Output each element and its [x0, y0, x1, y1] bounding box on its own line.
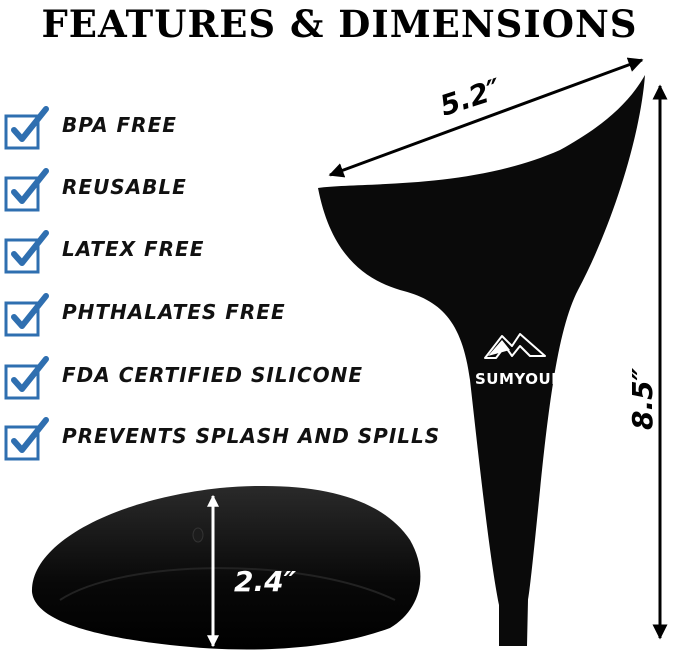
checkbox-checked-icon: [4, 168, 49, 212]
length-dimension-label: 8.5″: [626, 367, 659, 430]
feature-item: REUSABLE: [4, 162, 474, 212]
checkbox-checked-icon: [4, 356, 49, 400]
feature-label: FDA CERTIFIED SILICONE: [62, 363, 364, 387]
feature-item: PHTHALATES FREE: [4, 287, 474, 337]
cup-hole: [192, 527, 204, 543]
depth-dimension-label: 2.4″: [234, 565, 297, 598]
feature-label: PREVENTS SPLASH AND SPILLS: [62, 424, 441, 448]
checkbox-checked-icon: [4, 417, 49, 461]
checkbox-checked-icon: [4, 106, 49, 150]
feature-label: REUSABLE: [62, 175, 187, 199]
checkbox-checked-icon: [4, 293, 49, 337]
page-title: FEATURES & DIMENSIONS: [41, 2, 638, 46]
feature-label: BPA FREE: [62, 113, 177, 137]
feature-label: LATEX FREE: [62, 237, 205, 261]
feature-item: BPA FREE: [4, 100, 474, 150]
feature-item: LATEX FREE: [4, 224, 474, 274]
brand-name: SUMYOUNG: [475, 370, 577, 388]
width-dimension-arrow: [328, 57, 644, 178]
feature-item: FDA CERTIFIED SILICONE: [4, 350, 474, 400]
feature-item: PREVENTS SPLASH AND SPILLS: [4, 411, 474, 461]
feature-label: PHTHALATES FREE: [62, 300, 286, 324]
funnel-body: [318, 75, 645, 646]
brand-logo: [484, 333, 546, 359]
checkbox-checked-icon: [4, 230, 49, 274]
